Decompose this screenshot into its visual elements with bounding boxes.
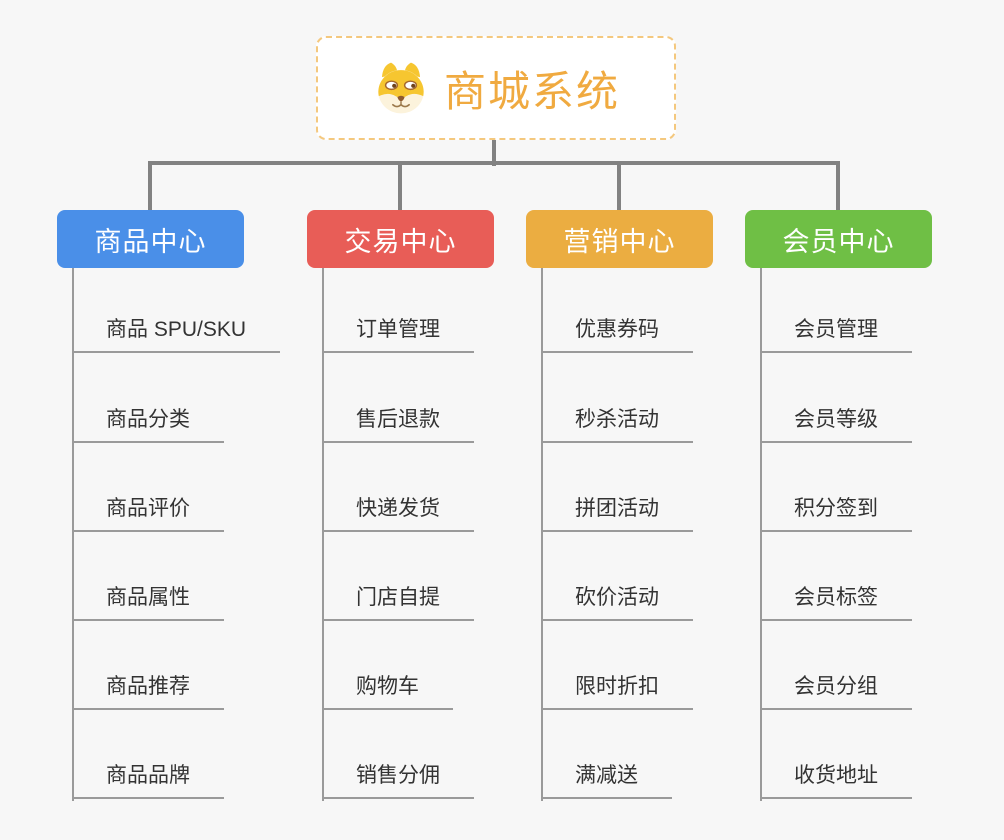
- tree-item[interactable]: 秒杀活动: [541, 405, 693, 443]
- tree-item[interactable]: 商品 SPU/SKU: [72, 315, 281, 353]
- branch-spine: [322, 268, 324, 801]
- tree-item[interactable]: 积分签到: [760, 494, 912, 532]
- tree-item[interactable]: 砍价活动: [541, 583, 693, 621]
- tree-item[interactable]: 商品评价: [72, 494, 224, 532]
- branch-spine: [760, 268, 762, 801]
- branch-product-center: 商品中心 商品 SPU/SKU 商品分类 商品评价 商品属性 商品推荐 商品品牌: [57, 210, 307, 810]
- tree-item[interactable]: 商品推荐: [72, 672, 224, 710]
- tree-item[interactable]: 会员管理: [760, 315, 912, 353]
- tree-item[interactable]: 商品品牌: [72, 761, 224, 799]
- branch-spine: [72, 268, 74, 801]
- dog-face-icon: [372, 60, 430, 116]
- branch-spine: [541, 268, 543, 801]
- tree-item[interactable]: 优惠券码: [541, 315, 693, 353]
- tree-item[interactable]: 购物车: [322, 672, 453, 710]
- tree-item[interactable]: 会员分组: [760, 672, 912, 710]
- branch-marketing-center: 营销中心 优惠券码 秒杀活动 拼团活动 砍价活动 限时折扣 满减送: [526, 210, 776, 810]
- branch-header-product[interactable]: 商品中心: [57, 210, 244, 268]
- connector-drop-2: [398, 161, 402, 210]
- branch-member-center: 会员中心 会员管理 会员等级 积分签到 会员标签 会员分组 收货地址: [745, 210, 995, 810]
- connector-drop-3: [617, 161, 621, 210]
- root-node[interactable]: 商城系统: [316, 36, 676, 140]
- tree-item[interactable]: 限时折扣: [541, 672, 693, 710]
- tree-item[interactable]: 订单管理: [322, 315, 474, 353]
- connector-bus: [148, 161, 840, 165]
- branch-header-marketing[interactable]: 营销中心: [526, 210, 713, 268]
- tree-item[interactable]: 满减送: [541, 761, 672, 799]
- tree-item[interactable]: 商品属性: [72, 583, 224, 621]
- tree-item[interactable]: 会员标签: [760, 583, 912, 621]
- branch-header-trade[interactable]: 交易中心: [307, 210, 494, 268]
- connector-root-stem: [492, 139, 496, 166]
- tree-item[interactable]: 门店自提: [322, 583, 474, 621]
- branch-trade-center: 交易中心 订单管理 售后退款 快递发货 门店自提 购物车 销售分佣: [307, 210, 557, 810]
- tree-item[interactable]: 会员等级: [760, 405, 912, 443]
- connector-drop-1: [148, 161, 152, 210]
- branch-header-member[interactable]: 会员中心: [745, 210, 932, 268]
- tree-item[interactable]: 商品分类: [72, 405, 224, 443]
- root-title: 商城系统: [443, 67, 620, 115]
- tree-item[interactable]: 售后退款: [322, 405, 474, 443]
- tree-item[interactable]: 收货地址: [760, 761, 912, 799]
- tree-item[interactable]: 拼团活动: [541, 494, 693, 532]
- tree-item[interactable]: 销售分佣: [322, 761, 474, 799]
- tree-item[interactable]: 快递发货: [322, 494, 474, 532]
- connector-drop-4: [836, 161, 840, 210]
